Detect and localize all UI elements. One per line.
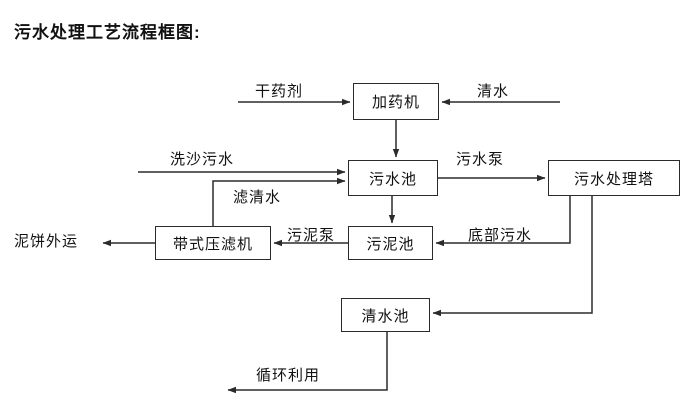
node-dosing-machine[interactable]: 加药机 [353, 83, 439, 120]
edge-tower-bottom-water-to-sludge-pool [435, 196, 571, 247]
node-sewage-treatment-tower[interactable]: 污水处理塔 [548, 160, 680, 196]
edge-belt-press-filtrate-to-sewage-pool [212, 177, 346, 226]
edge-label-sludge-pump: 污泥泵 [287, 227, 336, 244]
page-title: 污水处理工艺流程框图: [14, 23, 201, 42]
edge-label-sand-washing-sewage: 洗沙污水 [170, 151, 235, 168]
node-label: 污水池 [368, 170, 417, 188]
node-label: 污泥池 [366, 235, 415, 253]
edge-label-dry-agent: 干药剂 [255, 83, 304, 100]
node-clear-water-pool[interactable]: 清水池 [341, 298, 430, 332]
edge-label-sewage-pump: 污水泵 [456, 151, 505, 168]
node-label: 加药机 [371, 94, 420, 111]
node-label: 污水处理塔 [573, 170, 654, 188]
node-label: 带式压滤机 [172, 235, 253, 253]
edge-label-filtrate-water: 滤清水 [233, 189, 282, 206]
node-label: 清水池 [361, 307, 410, 325]
edge-clear-pool-recycle [227, 332, 388, 394]
edge-label-clean-water: 清水 [477, 83, 510, 100]
edge-label-mud-cake-transport: 泥饼外运 [14, 233, 79, 250]
edge-tower-to-clear-pool [432, 196, 593, 317]
edge-label-bottom-sewage: 底部污水 [468, 227, 533, 244]
node-sewage-pool[interactable]: 污水池 [348, 160, 438, 196]
node-sludge-pool[interactable]: 污泥池 [348, 226, 433, 260]
node-belt-filter-press[interactable]: 带式压滤机 [155, 226, 271, 260]
edge-label-recycle-use: 循环利用 [256, 367, 321, 384]
